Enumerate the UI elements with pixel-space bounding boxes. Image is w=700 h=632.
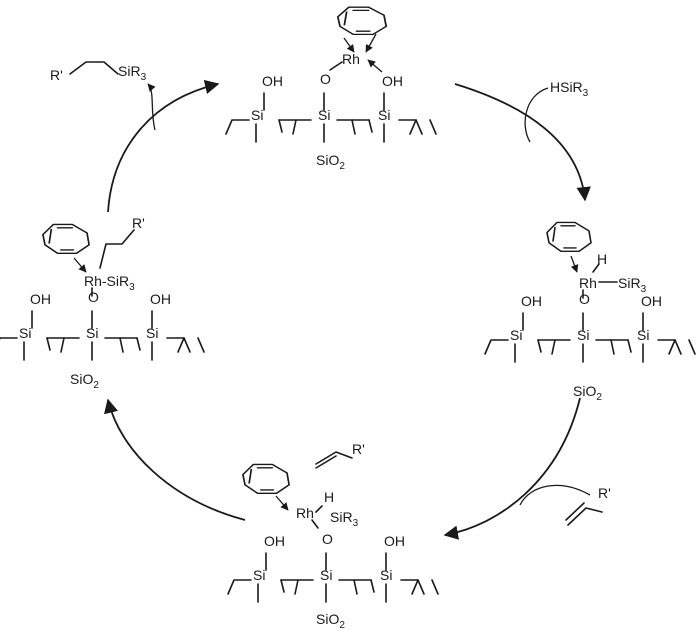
si-center: Si: [320, 567, 332, 583]
si-right: Si: [146, 325, 158, 341]
oh-left: OH: [521, 293, 542, 309]
oh-right: OH: [641, 293, 662, 309]
bridging-oxygen: O: [320, 71, 331, 87]
arc-bottom-right: [443, 397, 581, 540]
alkene-substituent: R': [352, 441, 365, 457]
rhodium: Rh: [579, 275, 597, 291]
complex-top: Si Si Si OH OH O Rh SiO2: [225, 6, 437, 172]
rhodium: Rh: [342, 51, 360, 67]
silyl-group: SiR3: [330, 509, 359, 529]
bridging-oxygen: O: [579, 291, 590, 307]
product-silyl: SiR3: [118, 63, 147, 83]
support-label-top: SiO2: [316, 152, 345, 172]
alkyl-substituent: R': [132, 215, 145, 231]
oh-left: OH: [264, 533, 285, 549]
si-center: Si: [577, 327, 589, 343]
product-alkylsilane: R' SiR3: [50, 61, 147, 83]
oh-right: OH: [384, 533, 405, 549]
arc-top-left: [107, 79, 220, 213]
oh-right: OH: [150, 291, 171, 307]
complex-right: Si Si Si OH OH O Rh SiR3 H SiO2: [484, 221, 696, 403]
oh-right: OH: [382, 73, 403, 89]
si-center: Si: [86, 325, 98, 341]
bridging-oxygen: O: [88, 289, 99, 305]
arc-bottom-left: [104, 398, 246, 521]
hsir3-feed-curve: [524, 87, 549, 143]
reagent-alkene: R': [565, 485, 611, 526]
oh-left: OH: [30, 291, 51, 307]
si-right: Si: [380, 567, 392, 583]
si-left: Si: [19, 325, 31, 341]
product-r-group: R': [50, 67, 63, 83]
oh-left: OH: [262, 73, 283, 89]
bridging-oxygen: O: [322, 531, 333, 547]
support-label-left: SiO2: [70, 371, 99, 391]
rh-silyl: Rh-SiR3: [84, 273, 135, 293]
hydride: H: [597, 251, 607, 267]
alkene-r-group: R': [598, 485, 611, 501]
arc-top-right: [454, 83, 591, 202]
si-left: Si: [251, 107, 263, 123]
reagent-hsir3: HSiR3: [550, 79, 589, 99]
complex-bottom: Si Si Si OH OH O Rh H SiR3 R' SiO2: [227, 441, 439, 631]
alkene-feed-curve: [519, 484, 591, 506]
si-right: Si: [637, 327, 649, 343]
product-release-curve: [147, 83, 156, 131]
si-left: Si: [253, 567, 265, 583]
si-center: Si: [318, 107, 330, 123]
support-label-bottom: SiO2: [316, 611, 345, 631]
si-left: Si: [510, 327, 522, 343]
hydride: H: [324, 489, 334, 505]
support-label-right: SiO2: [573, 383, 602, 403]
si-right: Si: [378, 107, 390, 123]
silyl-group: SiR3: [618, 275, 647, 295]
complex-left: Si Si Si OH OH O Rh-SiR3 R' SiO2: [0, 215, 205, 391]
rhodium: Rh: [296, 505, 314, 521]
